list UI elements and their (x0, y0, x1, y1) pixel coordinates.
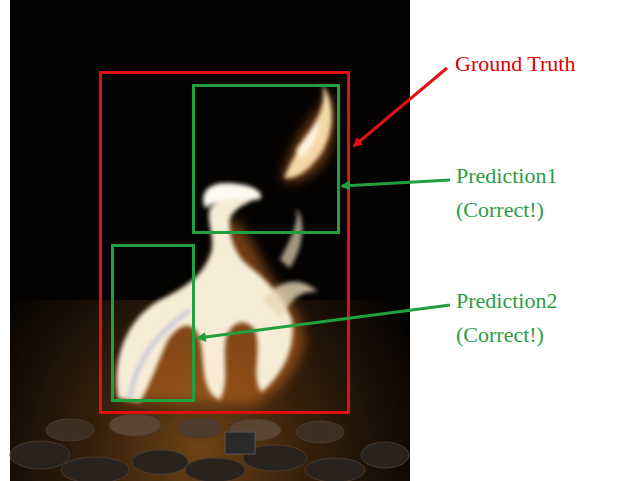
callout-label: Prediction1 (456, 163, 557, 189)
callout-label: (Correct!) (456, 322, 544, 348)
callout-label: Prediction2 (456, 288, 557, 314)
leader-arrow (342, 180, 450, 186)
blue-flame-base (130, 310, 190, 398)
leader-arrow (354, 68, 447, 146)
prediction-box (194, 86, 339, 233)
prediction-box (113, 246, 194, 401)
flame-body (117, 84, 332, 402)
callout-label: Ground Truth (455, 51, 575, 77)
pebbles (10, 414, 409, 481)
leader-arrow (198, 305, 450, 338)
photo-background (10, 0, 410, 481)
callout-label: (Correct!) (456, 197, 544, 223)
ground-truth-box (101, 73, 349, 413)
